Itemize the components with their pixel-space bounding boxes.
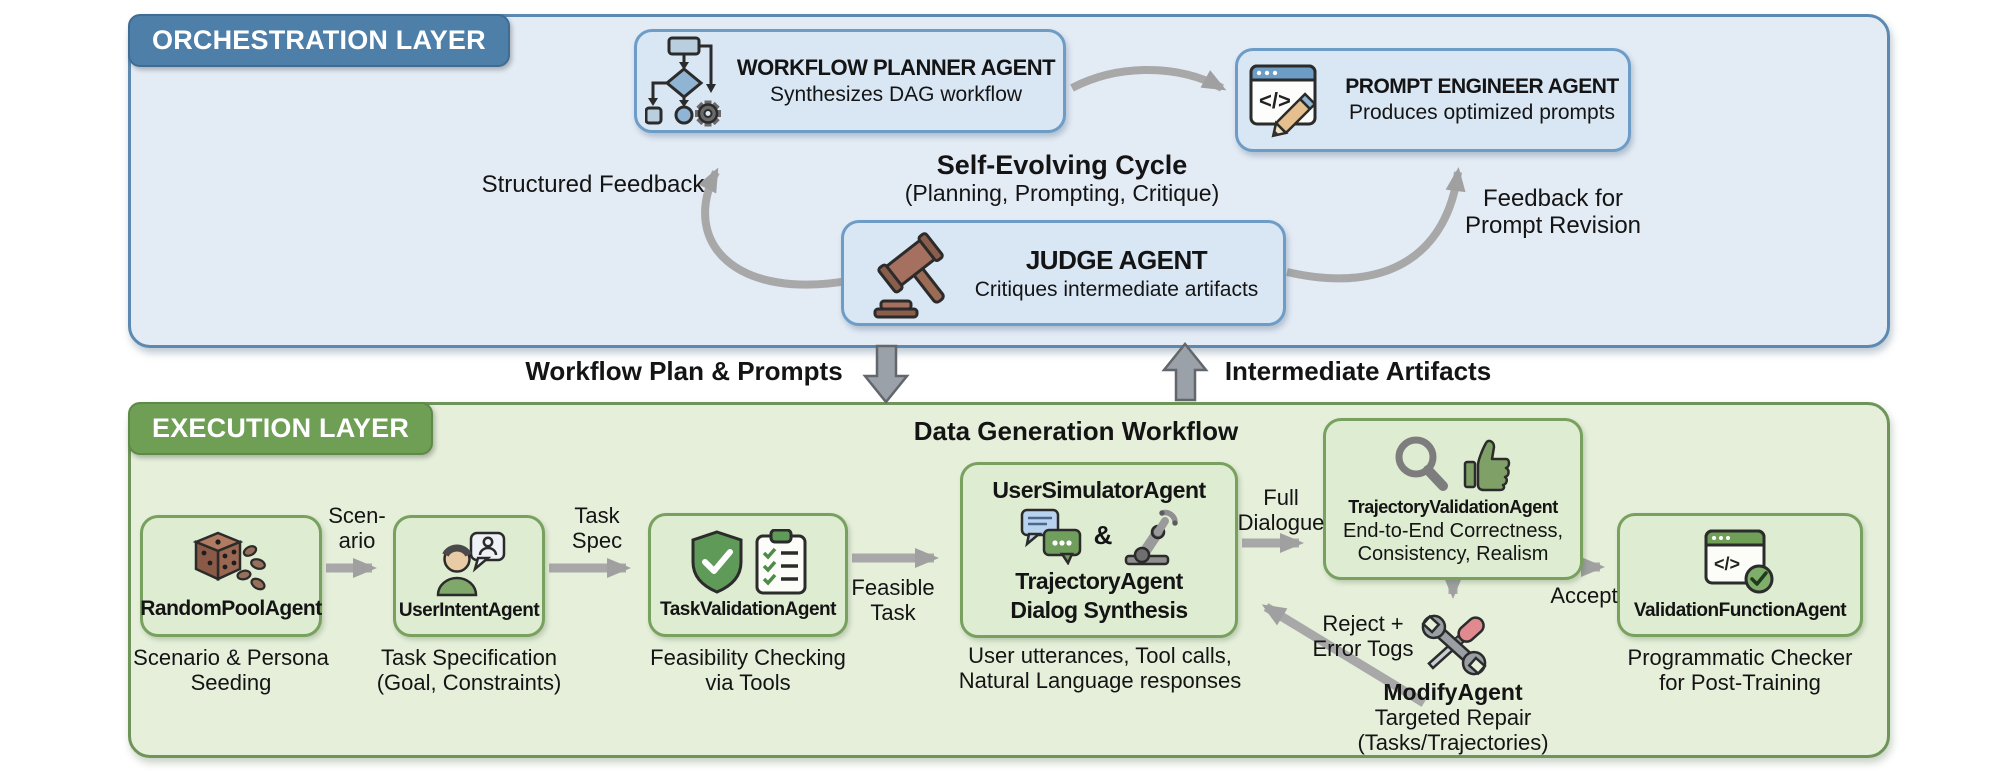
user-intent-agent-name: UserIntentAgent (398, 599, 540, 621)
magnifier-icon (1395, 436, 1448, 491)
orchestration-layer-title: ORCHESTRATION LAYER (152, 25, 486, 55)
accept-edge-label: Accept (1550, 583, 1618, 608)
robot-arm-icon (1125, 509, 1179, 565)
user-intent-agent-box: UserIntentAgent (393, 515, 545, 637)
task-validation-caption: Feasibility Checking via Tools (650, 645, 846, 695)
svg-text:</>: </> (1714, 554, 1740, 574)
execution-layer-title: EXECUTION LAYER (152, 413, 410, 443)
data-generation-workflow-title: Data Generation Workflow (913, 416, 1239, 446)
arrow-execution-to-orchestration (1161, 342, 1209, 402)
user-intent-caption: Task Specification (Goal, Constraints) (376, 645, 562, 695)
structured-feedback-label: Structured Feedback (481, 171, 705, 198)
judge-agent-desc: Critiques intermediate artifacts (974, 277, 1259, 301)
gear-glyph (694, 100, 721, 127)
random-pool-agent-name: RandomPoolAgent (140, 597, 322, 620)
trajectory-validation-agent-box: TrajectoryValidationAgent End-to-End Cor… (1323, 418, 1583, 580)
arrow-orchestration-to-execution (862, 344, 910, 404)
repair-tools-icon (1421, 614, 1487, 676)
trajectory-validation-agent-name: TrajectoryValidationAgent (1348, 496, 1558, 517)
task-validation-agent-name: TaskValidationAgent (660, 599, 836, 620)
judge-agent-box: JUDGE AGENT Critiques intermediate artif… (841, 220, 1286, 326)
execution-layer-header: EXECUTION LAYER (128, 402, 434, 455)
pencil-glyph (1271, 92, 1318, 138)
user-simulator-agent-box: UserSimulatorAgent & (960, 462, 1238, 638)
judge-agent-name: JUDGE AGENT (1025, 244, 1208, 275)
code-check-icon: </> (1704, 529, 1774, 594)
prompt-engineer-agent-name: PROMPT ENGINEER AGENT (1345, 75, 1619, 99)
gavel-icon (873, 232, 945, 319)
validation-function-agent-name: ValidationFunctionAgent (1633, 600, 1847, 621)
trajectory-agent-name: TrajectoryAgent (1015, 567, 1183, 594)
user-simulator-caption: User utterances, Tool calls, Natural Lan… (958, 643, 1242, 693)
workflow-planner-agent-name: WORKFLOW PLANNER AGENT (736, 55, 1056, 81)
workflow-planner-agent-box: WORKFLOW PLANNER AGENT Synthesizes DAG w… (634, 29, 1066, 133)
task-spec-edge-label: Task Spec (571, 503, 623, 553)
flowchart-icon (644, 36, 721, 127)
wrench-glyph (1421, 614, 1487, 676)
person-speech-icon (436, 531, 506, 596)
self-evolving-cycle-subtitle: (Planning, Prompting, Critique) (904, 180, 1220, 206)
shield-check-icon (691, 530, 743, 594)
random-pool-agent-box: RandomPoolAgent (140, 515, 322, 637)
code-pencil-icon: </> (1249, 64, 1318, 138)
orchestration-layer-header: ORCHESTRATION LAYER (128, 14, 510, 67)
prompt-engineer-agent-box: </> PROMPT ENGINEER AGENT Produces optim… (1235, 48, 1631, 152)
svg-text:</>: </> (1259, 88, 1291, 113)
reject-error-edge-label: Reject + Error Togs (1312, 611, 1414, 661)
feedback-prompt-revision-label: Feedback for Prompt Revision (1464, 185, 1642, 239)
chat-bubbles-icon (1020, 508, 1081, 565)
thumbs-up-icon (1463, 439, 1511, 492)
prompt-engineer-agent-desc: Produces optimized prompts (1348, 101, 1616, 125)
dialog-synthesis-label: Dialog Synthesis (1010, 596, 1188, 623)
self-evolving-cycle-title: Self-Evolving Cycle (936, 150, 1188, 180)
task-validation-agent-box: TaskValidationAgent (648, 513, 848, 637)
feasible-task-edge-label: Feasible Task (851, 575, 935, 625)
modify-agent-name: ModifyAgent (1383, 679, 1523, 705)
full-dialogue-edge-label: Full Dialogue (1237, 485, 1325, 535)
workflow-planner-agent-desc: Synthesizes DAG workflow (769, 83, 1023, 107)
user-simulator-agent-name: UserSimulatorAgent (992, 476, 1206, 503)
ampersand-label: & (1093, 520, 1113, 550)
scenario-edge-label: Scen- ario (328, 503, 386, 553)
modify-agent-desc: Targeted Repair (Tasks/Trajectories) (1357, 705, 1549, 755)
intermediate-artifacts-label: Intermediate Artifacts (1224, 356, 1492, 386)
validation-function-caption: Programmatic Checker for Post-Training (1627, 645, 1853, 695)
trajectory-validation-desc: End-to-End Correctness, Consistency, Rea… (1342, 519, 1564, 565)
checklist-clipboard-icon (755, 529, 807, 595)
random-pool-caption: Scenario & Persona Seeding (133, 645, 329, 695)
validation-function-agent-box: </> ValidationFunctionAgent (1617, 513, 1863, 637)
dice-seeds-icon (192, 531, 266, 591)
workflow-plan-prompts-label: Workflow Plan & Prompts (525, 356, 843, 386)
